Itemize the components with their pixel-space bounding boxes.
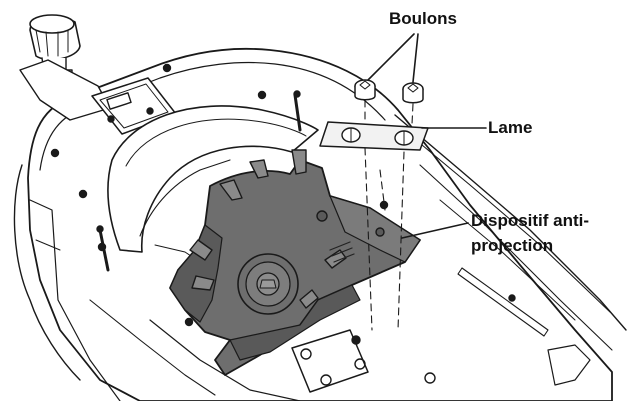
guard-label-line2: projection xyxy=(471,236,554,255)
guard-leader xyxy=(401,222,469,239)
assembly-guide-lines xyxy=(364,99,414,331)
bolt-left xyxy=(354,79,376,101)
anti-projection-guard xyxy=(169,149,421,376)
blade-bracket-lower xyxy=(291,329,436,393)
blade-label: Lame xyxy=(488,118,533,137)
callout-leaders xyxy=(367,33,487,239)
guard-label-line1: Dispositif anti- xyxy=(471,211,590,230)
blade xyxy=(319,121,429,151)
bolts xyxy=(354,79,424,104)
bolt-right xyxy=(402,82,424,104)
discharge-opening xyxy=(96,90,319,272)
height-adjust-knob xyxy=(19,14,111,121)
bolts-leader-right xyxy=(412,33,419,83)
bolts-leader-left xyxy=(367,33,415,81)
bolts-label: Boulons xyxy=(389,9,457,28)
